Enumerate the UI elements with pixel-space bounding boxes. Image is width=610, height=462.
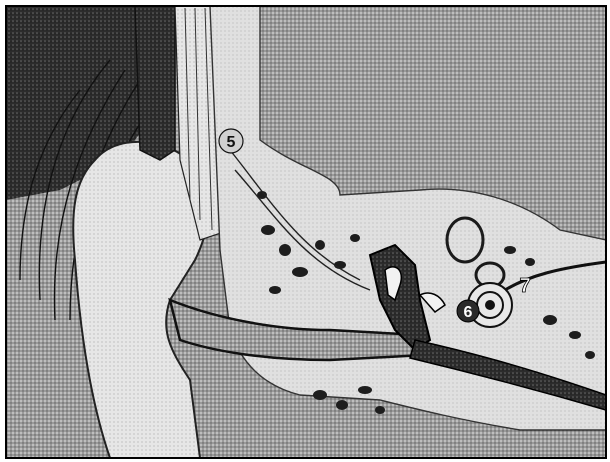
- label-7-marker: 7: [519, 275, 530, 297]
- label-6-text: 6: [464, 304, 473, 321]
- vessel-bundle-dark: [135, 6, 175, 160]
- label-7-text: 7: [519, 275, 530, 297]
- label-5-text: 5: [227, 134, 236, 151]
- label-5-marker: 5: [219, 129, 243, 153]
- label-6-marker: 6: [457, 300, 479, 322]
